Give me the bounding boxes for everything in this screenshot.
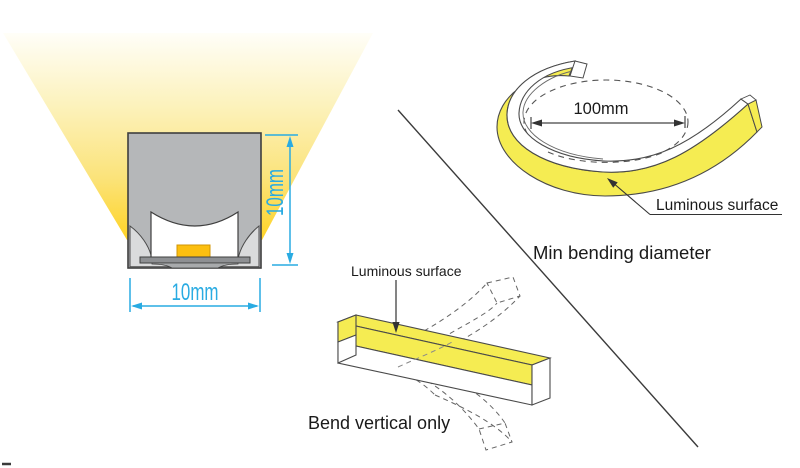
width-arrow-right-icon xyxy=(248,302,259,310)
curved-strip-inner-edge xyxy=(522,69,604,160)
cross-section-diagram: 10mm 10mm xyxy=(3,33,373,312)
led-chip xyxy=(176,244,211,258)
bend-circle-front-arc xyxy=(547,150,667,163)
diameter-label: 100mm xyxy=(573,100,628,118)
luminous-surface-label-bottom: Luminous surface xyxy=(351,263,462,279)
width-dimension-label: 10mm xyxy=(172,279,219,306)
height-arrow-down-icon xyxy=(286,253,294,264)
pcb-bar xyxy=(139,256,251,264)
width-arrow-left-icon xyxy=(131,302,142,310)
luminous-leader-line xyxy=(611,181,651,215)
width-dimension xyxy=(129,278,261,312)
height-dimension xyxy=(265,134,298,266)
strip-right-endcap xyxy=(531,357,551,406)
bend-vertical-caption: Bend vertical only xyxy=(308,413,450,433)
luminous-surface-label-top: Luminous surface xyxy=(656,197,778,214)
curved-strip-right-endcap-top xyxy=(740,94,757,105)
curved-strip-left-endcap xyxy=(569,60,588,79)
ghost-hidden-edge xyxy=(397,341,453,368)
strip-left-endcap-white xyxy=(337,334,357,364)
pcb-pedestal xyxy=(151,262,239,269)
luminous-arrowhead-icon xyxy=(607,178,618,188)
luminous-arrowhead-down-icon xyxy=(392,322,400,333)
height-arrow-up-icon xyxy=(286,136,294,147)
diameter-arrow-left-icon xyxy=(531,119,542,127)
bend-vertical-diagram: Luminous surface Bend vertical only xyxy=(308,263,552,451)
min-bending-diagram: 100mm Luminous surface Min bending diame… xyxy=(496,60,782,263)
profile-cavity xyxy=(150,210,239,259)
section-divider-line xyxy=(397,109,699,448)
diameter-arrow-right-icon xyxy=(674,119,685,127)
height-dimension-label: 10mm xyxy=(262,169,289,216)
min-bending-caption: Min bending diameter xyxy=(533,242,711,263)
